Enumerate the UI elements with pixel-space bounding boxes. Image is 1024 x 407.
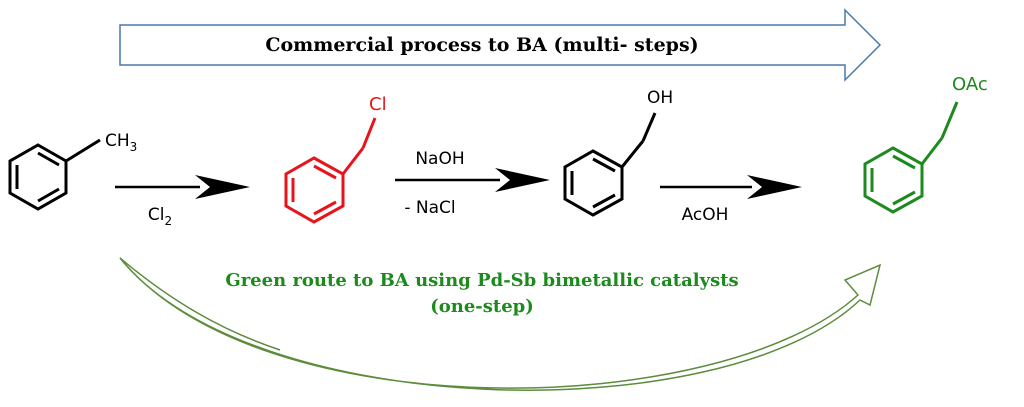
green-route-arrow xyxy=(119,257,882,391)
chloro-substituent-label: Cl xyxy=(369,94,387,115)
reaction-arrow-1: Cl2 xyxy=(115,175,250,228)
benzyl-alcohol-molecule: OH xyxy=(563,88,673,217)
naoh-reagent-label: NaOH xyxy=(415,149,464,169)
reaction-arrow-3: AcOH xyxy=(660,175,802,225)
chlorine-reagent-label: Cl2 xyxy=(148,205,172,228)
commercial-process-arrow: Commercial process to BA (multi- steps) xyxy=(119,8,882,82)
toluene-ch3-label: CH3 xyxy=(105,131,137,154)
benzyl-chloride-molecule: Cl xyxy=(284,94,387,224)
nacl-byproduct-label: - NaCl xyxy=(404,198,455,218)
acetate-substituent-label: OAc xyxy=(952,74,988,95)
hydroxyl-substituent-label: OH xyxy=(647,88,673,108)
acoh-reagent-label: AcOH xyxy=(682,205,729,225)
green-route-title: Green route to BA using Pd-Sb bimetallic… xyxy=(225,270,738,291)
toluene-molecule: CH3 xyxy=(8,131,137,211)
green-route-subtitle: (one-step) xyxy=(430,296,534,317)
benzyl-acetate-molecule: OAc xyxy=(863,74,988,214)
reaction-arrow-2: NaOH - NaCl xyxy=(395,149,550,218)
commercial-process-label: Commercial process to BA (multi- steps) xyxy=(265,34,698,56)
